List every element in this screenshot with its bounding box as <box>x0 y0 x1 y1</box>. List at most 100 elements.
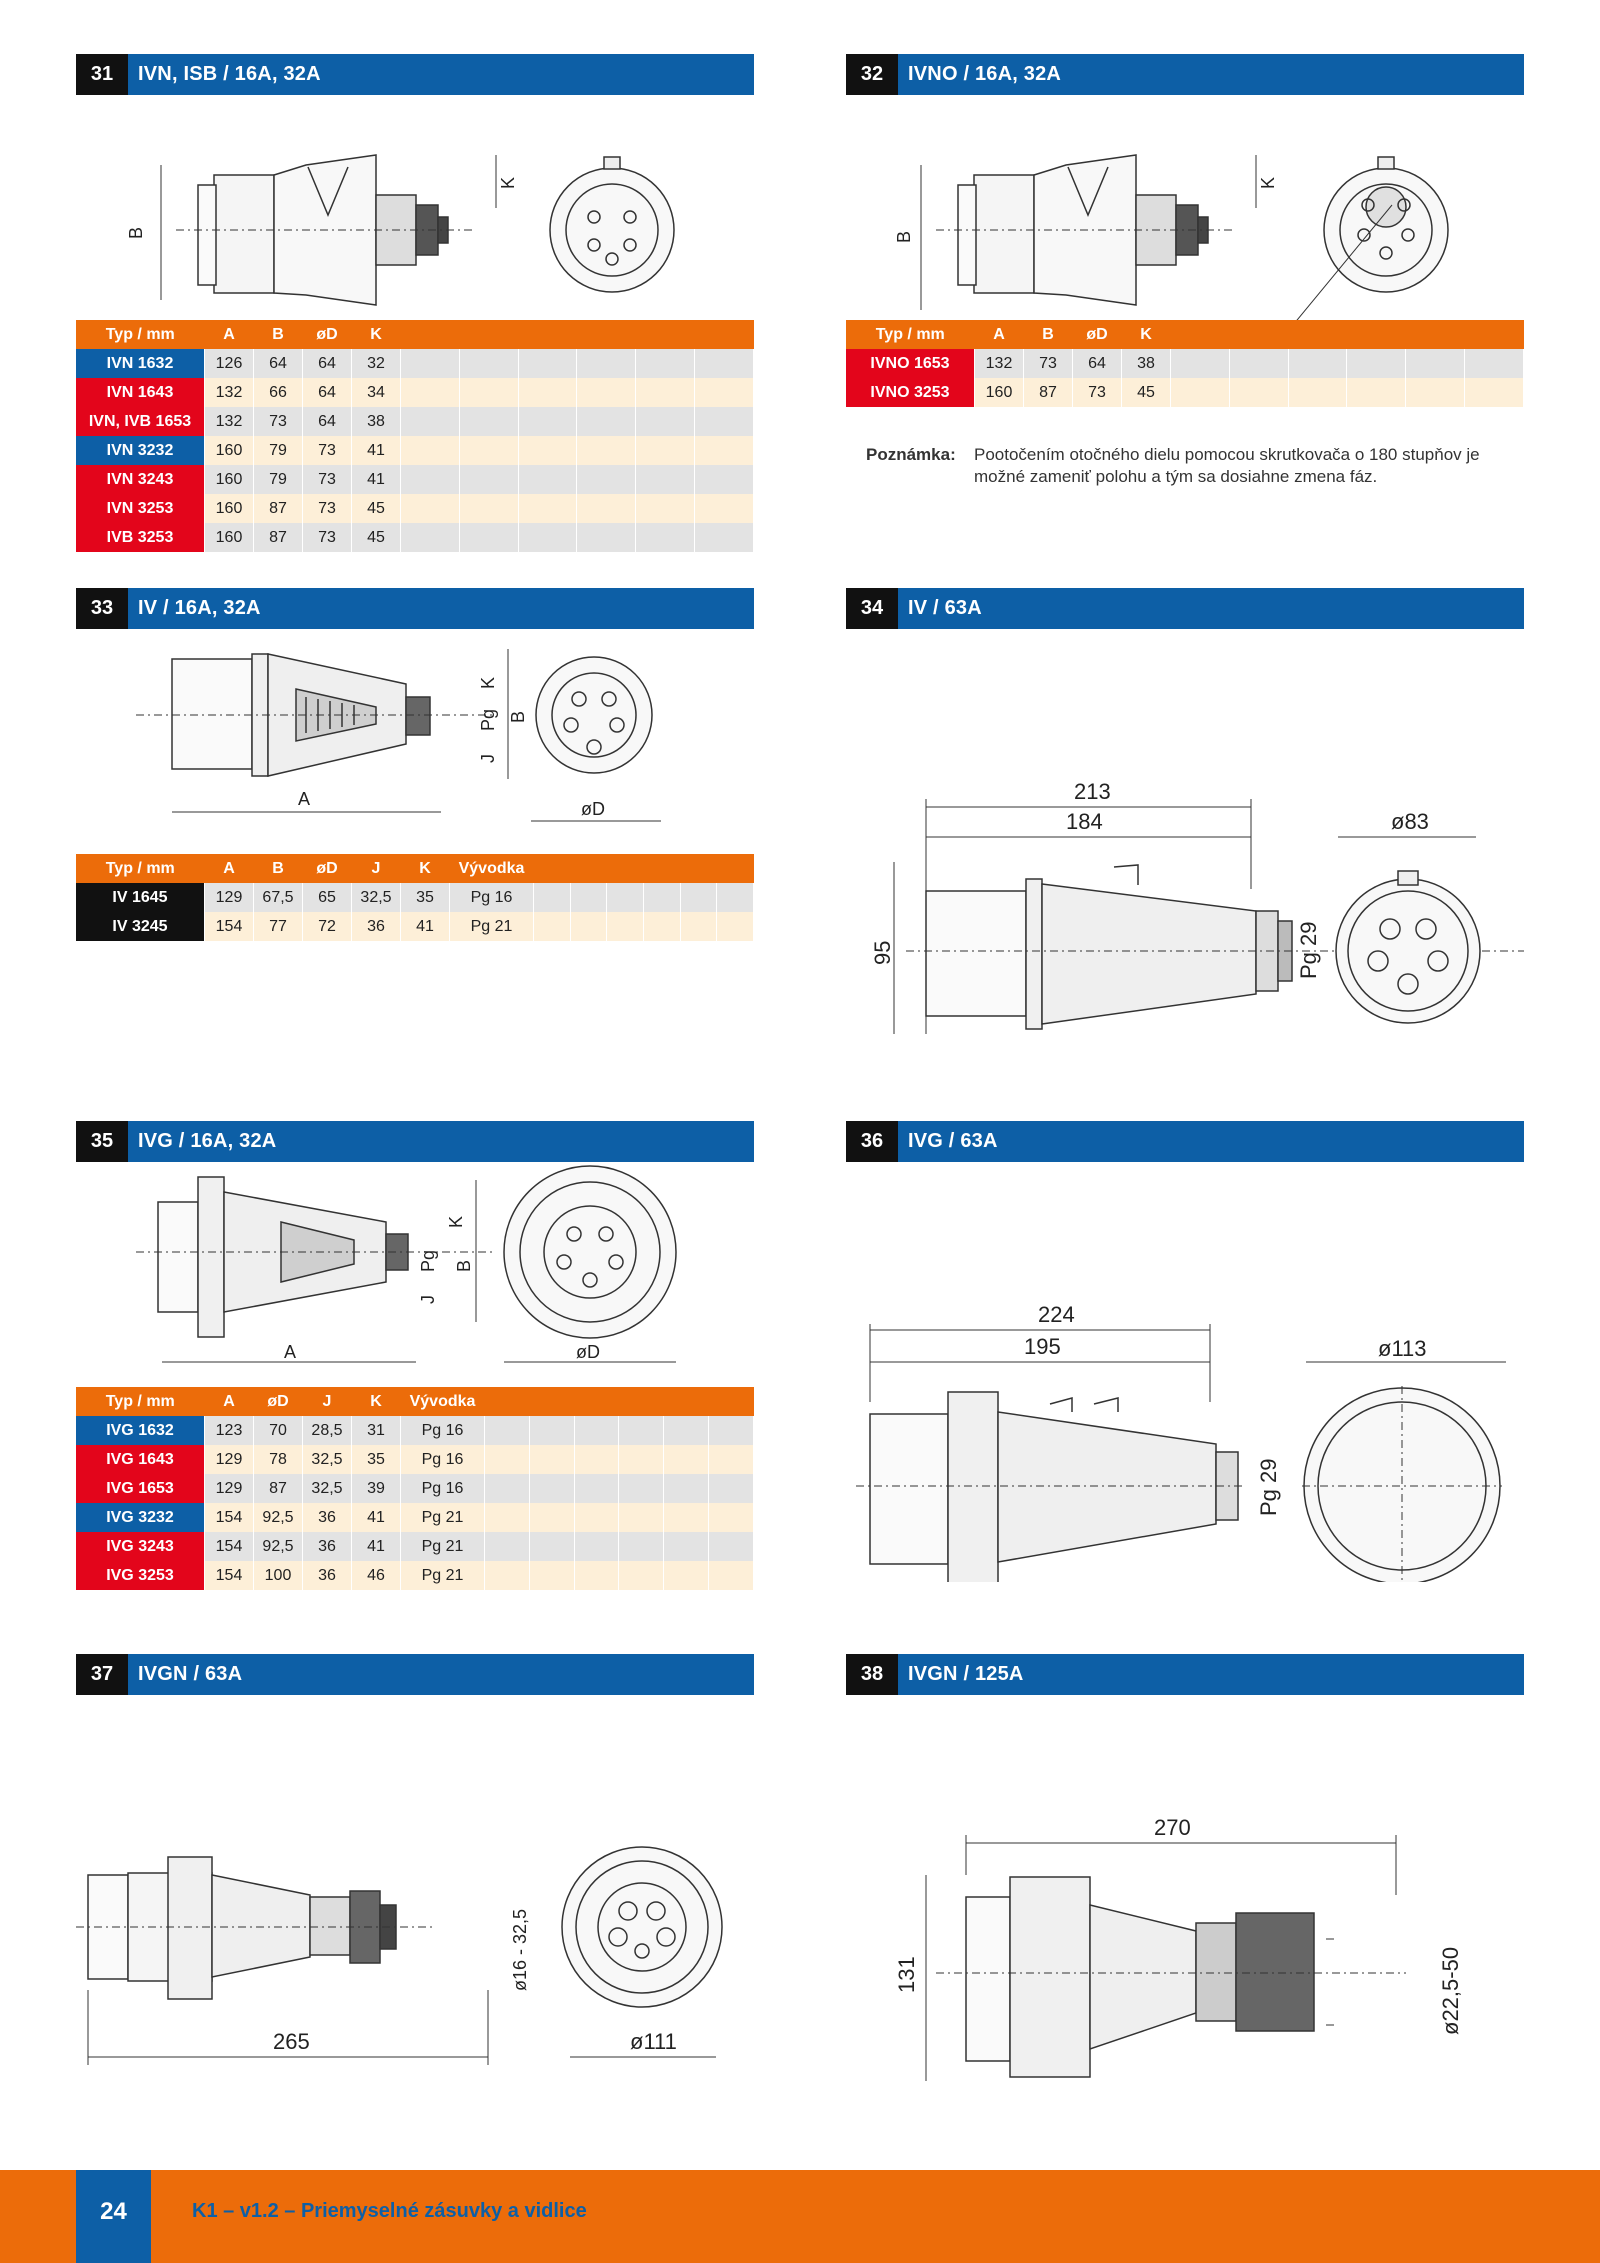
cell-value: 79 <box>253 436 303 465</box>
cell-empty <box>484 1445 530 1474</box>
cell-empty <box>484 1416 530 1445</box>
col-header: Vývodka <box>449 854 534 883</box>
dim-k: K <box>478 677 498 689</box>
cell-empty <box>459 494 519 523</box>
dim-cable-range: ø22,5-50 <box>1438 1947 1463 2035</box>
plug-drawing: K Pg J B A øD <box>76 1162 754 1387</box>
cell-type: IVG 1653 <box>76 1474 205 1503</box>
cell-type: IVG 1643 <box>76 1445 205 1474</box>
cell-empty <box>635 407 696 436</box>
col-header: B <box>253 854 303 883</box>
cell-value: 73 <box>302 436 352 465</box>
cell-empty <box>533 883 571 912</box>
col-header-filler <box>484 1387 754 1416</box>
cell-value: 92,5 <box>253 1532 303 1561</box>
cell-empty <box>1288 349 1348 378</box>
col-header-type: Typ / mm <box>76 320 205 349</box>
dim-b: B <box>508 711 528 723</box>
plug-drawing: 213 184 ø83 95 Pg 29 <box>846 629 1524 1049</box>
cell-empty <box>484 1474 530 1503</box>
cell-value: 129 <box>204 883 254 912</box>
plug-drawing: 265 ø111 ø16 - 32,5 <box>76 1695 754 2115</box>
cell-empty <box>518 494 578 523</box>
section-header: 34 IV / 63A <box>846 588 1524 629</box>
cell-empty <box>618 1445 665 1474</box>
col-header-type: Typ / mm <box>76 1387 205 1416</box>
cell-value: 41 <box>351 465 401 494</box>
cell-empty <box>459 378 519 407</box>
cell-empty <box>529 1532 575 1561</box>
cell-value: 64 <box>302 349 352 378</box>
cell-empty <box>518 378 578 407</box>
cell-value: 32,5 <box>351 883 401 912</box>
cell-empty <box>618 1503 665 1532</box>
cell-empty <box>680 912 718 941</box>
dim-b: B <box>894 231 914 243</box>
cell-value: 73 <box>1023 349 1073 378</box>
cell-value: 100 <box>253 1561 303 1590</box>
page-footer: 24 K1 – v1.2 – Priemyselné zásuvky a vid… <box>0 2170 1600 2263</box>
cell-empty <box>1346 349 1407 378</box>
section-31: 31 IVN, ISB / 16A, 32A <box>76 54 754 552</box>
dim-overall-length: 224 <box>1038 1302 1075 1327</box>
cell-empty <box>1464 349 1524 378</box>
cell-value: 41 <box>400 912 450 941</box>
cell-value: 132 <box>204 378 254 407</box>
dim-gland: Pg 29 <box>1256 1459 1281 1517</box>
cell-value: Pg 21 <box>400 1503 485 1532</box>
cell-empty <box>484 1532 530 1561</box>
cell-empty <box>694 349 754 378</box>
plug-side-and-front-view: B A K øD <box>894 154 1449 320</box>
cell-value: 41 <box>351 1503 401 1532</box>
cell-empty <box>708 1445 754 1474</box>
cell-value: 46 <box>351 1561 401 1590</box>
cell-type: IVG 3243 <box>76 1532 205 1561</box>
section-title: IVG / 63A <box>908 1130 998 1152</box>
section-38: 38 IVGN / 125A 270 131 ø22,5-50 <box>846 1654 1524 2115</box>
col-header: øD <box>253 1387 303 1416</box>
cell-value: 154 <box>204 1561 254 1590</box>
cell-value: 132 <box>204 407 254 436</box>
cell-value: 36 <box>302 1503 352 1532</box>
cell-empty <box>635 349 696 378</box>
cell-type: IVN, IVB 1653 <box>76 407 205 436</box>
section-header: 32 IVNO / 16A, 32A <box>846 54 1524 95</box>
dim-k: K <box>1258 177 1278 189</box>
cell-empty <box>518 465 578 494</box>
cell-value: 35 <box>351 1445 401 1474</box>
cell-value: 39 <box>351 1474 401 1503</box>
section-number: 37 <box>76 1654 128 1695</box>
cell-value: 87 <box>1023 378 1073 407</box>
cell-empty <box>529 1474 575 1503</box>
cell-empty <box>1288 378 1348 407</box>
plug-side-and-front-view: 265 ø111 ø16 - 32,5 <box>76 1846 723 2065</box>
cell-value: 35 <box>400 883 450 912</box>
cell-type: IVN 1632 <box>76 349 205 378</box>
cell-value: 154 <box>204 1532 254 1561</box>
cell-empty <box>708 1474 754 1503</box>
plug-side-and-front-view: K Pg J B A øD <box>136 1165 677 1363</box>
cell-value: Pg 16 <box>400 1445 485 1474</box>
cell-empty <box>618 1561 665 1590</box>
cell-empty <box>1229 378 1289 407</box>
cell-empty <box>663 1561 710 1590</box>
cell-value: 32,5 <box>302 1474 352 1503</box>
cell-empty <box>574 1474 620 1503</box>
dim-a: A <box>298 789 310 809</box>
cell-empty <box>576 436 637 465</box>
section-number: 34 <box>846 588 898 629</box>
cell-empty <box>518 407 578 436</box>
cell-empty <box>716 912 754 941</box>
cell-value: Pg 21 <box>400 1561 485 1590</box>
cell-empty <box>606 883 644 912</box>
cell-empty <box>680 883 718 912</box>
cell-empty <box>663 1445 710 1474</box>
